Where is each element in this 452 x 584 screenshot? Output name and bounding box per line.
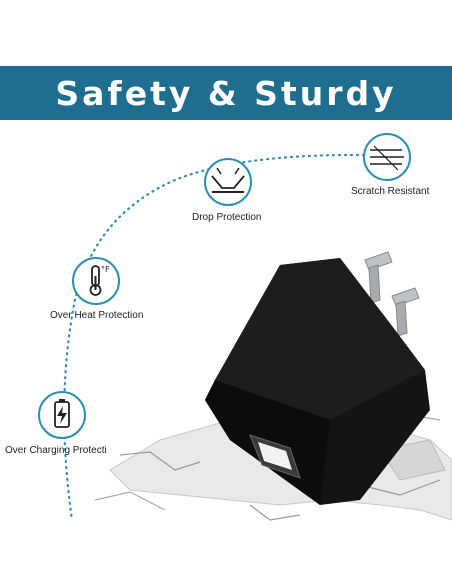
banner-title: Safety & Sturdy — [55, 73, 397, 113]
usb-charger — [205, 251, 430, 505]
svg-text:°F: °F — [101, 265, 110, 274]
battery-bolt-icon — [38, 391, 86, 439]
drop-impact-icon — [204, 158, 252, 206]
scratch-lines-icon — [363, 133, 411, 181]
feature-label-scratch: Scratch Resistant — [351, 186, 430, 197]
thermometer-icon: °F — [72, 257, 120, 305]
feature-label-drop: Drop Protection — [192, 212, 262, 223]
feature-label-overcharge: Over Charging Protecti — [5, 445, 107, 456]
feature-label-overheat: Over Heat Protection — [50, 310, 144, 321]
title-banner: Safety & Sturdy — [0, 66, 452, 120]
